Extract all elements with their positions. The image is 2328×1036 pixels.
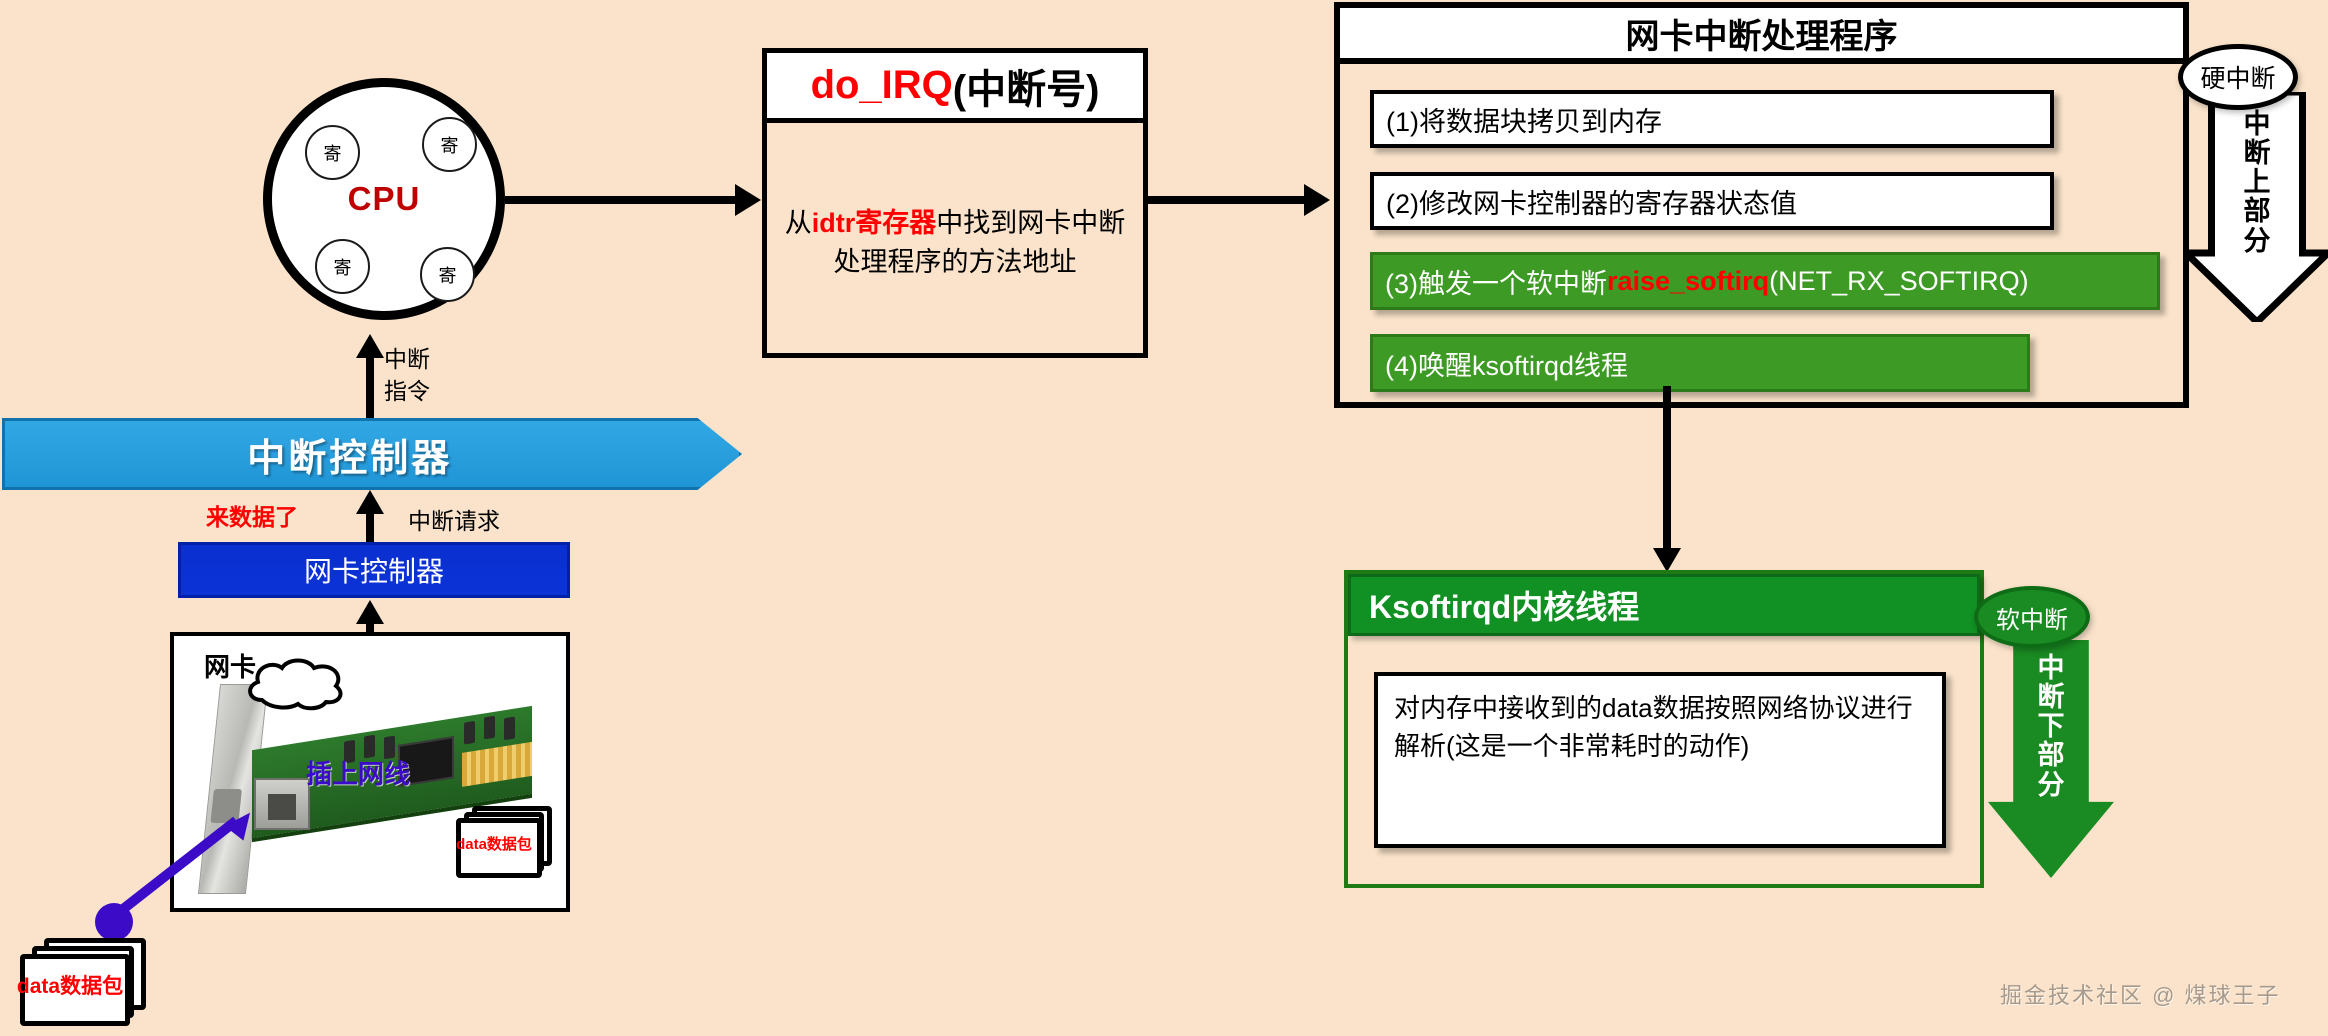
interrupt-controller-shape	[2, 418, 742, 490]
nic-cloud-label: 网卡	[203, 651, 256, 682]
soft-interrupt-arrow-text: 中 断 下 部 分	[1988, 653, 2114, 800]
cpu-register-3: 寄	[315, 239, 370, 294]
nic-cloud-callout	[248, 658, 343, 711]
arrow-doirq-to-handler-head	[1304, 184, 1330, 216]
hard-interrupt-arrow-text: 中 断 上 部 分	[2186, 109, 2328, 256]
hard-interrupt-badge: 硬中断	[2178, 44, 2298, 110]
soft-arrow-char-5: 分	[2037, 769, 2065, 800]
arrow-cpu-to-doirq-head	[735, 184, 761, 216]
cpu-register-1: 寄	[305, 125, 360, 180]
soft-arrow-char-2: 断	[2037, 682, 2065, 713]
soft-arrow-char-4: 部	[2037, 740, 2065, 771]
label-interrupt-request: 中断请求	[408, 508, 500, 534]
ksoftirqd-panel: Ksoftirqd内核线程 对内存中接收到的data数据按照网络协议进行解析(这…	[1344, 570, 1984, 888]
hard-arrow-char-4: 部	[2243, 196, 2271, 227]
ksoftirqd-title: Ksoftirqd内核线程	[1348, 574, 1980, 636]
data-packet-label-incoming: data数据包	[16, 975, 124, 998]
do-irq-body-prefix: 从	[784, 207, 812, 238]
hard-arrow-char-2: 断	[2243, 138, 2271, 169]
cpu-register-4: 寄	[420, 247, 475, 302]
label-interrupt-instruction-line1: 中断	[384, 346, 430, 372]
plug-cable-label: 插上网线	[306, 759, 411, 789]
nic-capacitor	[484, 715, 495, 740]
cpu-node: 寄 寄 寄 寄 CPU	[263, 78, 505, 320]
do-irq-body-suffix: 中找到网卡中断处理程序的方法地址	[833, 207, 1126, 277]
arrow-handler-to-ksoftirqd-head	[1653, 548, 1681, 572]
do-irq-body: 从idtr寄存器中找到网卡中断处理程序的方法地址	[767, 123, 1143, 363]
hard-interrupt-arrow-outline	[2186, 92, 2328, 322]
hard-arrow-char-3: 上	[2243, 167, 2271, 198]
label-data-arrived: 来数据了	[206, 504, 298, 530]
soft-interrupt-arrow: 中 断 下 部 分	[1988, 640, 2114, 878]
arrow-irqrequest-line	[366, 512, 374, 554]
do-irq-box: do_IRQ(中断号) 从idtr寄存器中找到网卡中断处理程序的方法地址	[762, 48, 1148, 358]
handler-step-1: (1)将数据块拷贝到内存	[1370, 90, 2054, 148]
hard-interrupt-arrow: 中 断 上 部 分	[2186, 92, 2328, 322]
arrow-doirq-to-handler-line	[1148, 196, 1306, 204]
cpu-register-2: 寄	[422, 117, 477, 172]
handler-step-2: (2)修改网卡控制器的寄存器状态值	[1370, 172, 2054, 230]
watermark: 掘金技术社区 @ 煤球王子	[2000, 983, 2281, 1008]
nic-photo-frame: 网卡 插上网线 data数据包	[170, 632, 570, 912]
do-irq-body-highlight: idtr寄存器	[811, 207, 937, 238]
cpu-label: CPU	[347, 180, 421, 217]
do-irq-title: do_IRQ(中断号)	[767, 53, 1143, 123]
do-irq-title-arg: (中断号)	[952, 67, 1100, 112]
arrow-handler-to-ksoftirqd-line	[1663, 386, 1671, 552]
nic-capacitor	[504, 716, 515, 741]
ksoftirqd-body: 对内存中接收到的data数据按照网络协议进行解析(这是一个非常耗时的动作)	[1374, 672, 1946, 848]
hard-arrow-char-1: 中	[2243, 109, 2271, 139]
handler-step-3-code: raise_softirq	[1607, 265, 1770, 296]
arrow-interrupt-instruction-line	[366, 356, 374, 418]
data-packet-stack-incoming: data数据包	[16, 938, 150, 1026]
handler-panel-title: 网卡中断处理程序	[1340, 8, 2183, 64]
soft-interrupt-badge: 软中断	[1974, 586, 2090, 648]
data-packet-label-nic: data数据包	[456, 835, 532, 853]
arrow-interrupt-instruction-head	[356, 334, 384, 358]
arrow-irqrequest-head	[356, 490, 384, 514]
soft-arrow-char-3: 下	[2037, 711, 2065, 742]
nic-interrupt-handler-panel: 网卡中断处理程序 (1)将数据块拷贝到内存 (2)修改网卡控制器的寄存器状态值 …	[1334, 2, 2189, 408]
handler-step-3-suffix: (NET_RX_SOFTIRQ)	[1769, 265, 2029, 296]
arrow-cpu-to-doirq-line	[505, 196, 737, 204]
handler-step-3-text: (3)触发一个软中断	[1385, 268, 1607, 299]
arrow-nic-to-ctrl-head	[356, 600, 384, 624]
nic-controller: 网卡控制器	[178, 542, 570, 598]
hard-arrow-char-5: 分	[2243, 225, 2271, 256]
nic-gold-fingers	[462, 741, 532, 787]
data-packet-stack-nic: data数据包	[456, 806, 552, 878]
interrupt-controller-label: 中断控制器	[247, 437, 453, 480]
interrupt-controller: 中断控制器	[2, 418, 742, 490]
soft-arrow-char-1: 中	[2037, 653, 2065, 683]
nic-rj45-jack	[254, 778, 310, 830]
handler-step-4: (4)唤醒ksoftirqd线程	[1370, 334, 2030, 392]
label-interrupt-instruction-line2: 指令	[384, 378, 430, 404]
nic-capacitor	[464, 720, 475, 745]
do-irq-title-code: do_IRQ	[810, 63, 953, 107]
